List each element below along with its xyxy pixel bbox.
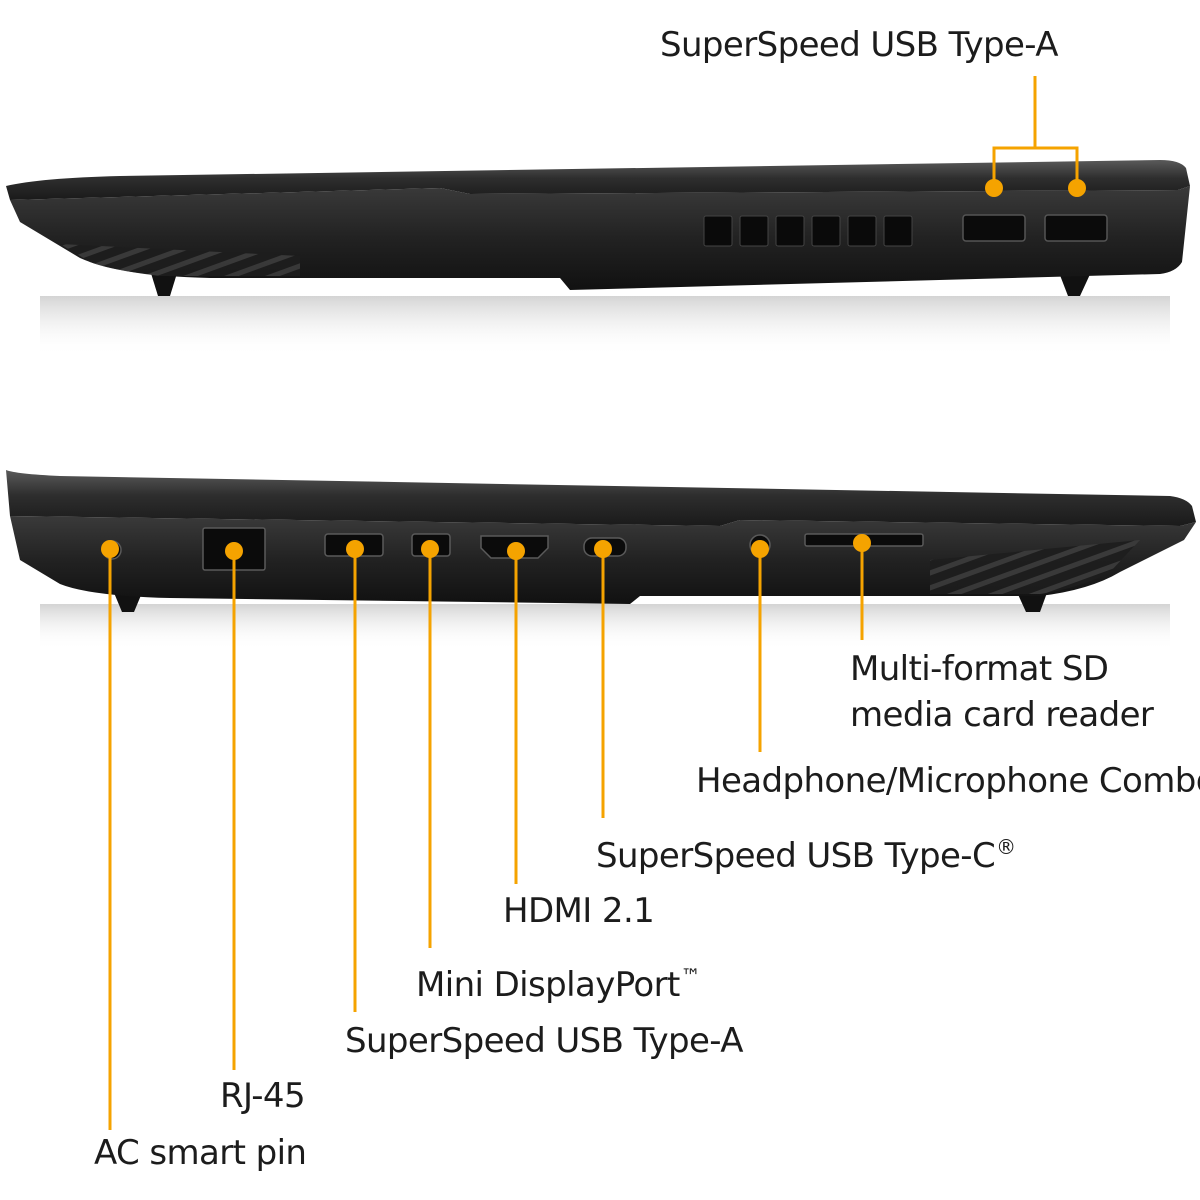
laptop-right-side xyxy=(6,160,1190,356)
bottom-marker-dots xyxy=(101,534,871,560)
top-leader-lines xyxy=(992,76,1079,188)
floor-shadow xyxy=(40,296,1170,356)
vent-slots xyxy=(703,215,913,247)
label-ac-smart-pin: AC smart pin xyxy=(94,1133,307,1173)
usb-a-port xyxy=(962,214,1026,242)
floor-shadow xyxy=(40,604,1170,650)
label-rj45: RJ-45 xyxy=(220,1076,306,1116)
top-marker-dots xyxy=(985,179,1086,197)
label-hdmi: HDMI 2.1 xyxy=(503,891,655,931)
laptop-base xyxy=(10,186,1190,290)
label-superspeed-usb-type-c: SuperSpeed USB Type-C® xyxy=(596,824,1016,879)
label-mini-displayport: Mini DisplayPort™ xyxy=(416,953,701,1008)
trademark-mark: ™ xyxy=(680,964,701,988)
registered-mark: ® xyxy=(996,835,1016,859)
foot xyxy=(150,270,178,296)
label-top-superspeed-usb-type-a: SuperSpeed USB Type-A xyxy=(660,25,1058,65)
label-headphone-microphone-combo: Headphone/Microphone Combo xyxy=(696,761,1200,801)
label-text: SuperSpeed USB Type-C xyxy=(596,836,996,876)
label-text: Mini DisplayPort xyxy=(416,965,680,1005)
label-superspeed-usb-type-a: SuperSpeed USB Type-A xyxy=(345,1021,743,1061)
label-multi-format-sd-reader: Multi-format SD media card reader xyxy=(850,646,1154,738)
label-line: media card reader xyxy=(850,695,1154,735)
bottom-leader-lines xyxy=(108,543,864,1130)
bottom-grille xyxy=(60,244,300,276)
laptop-lid xyxy=(6,160,1190,200)
label-line: Multi-format SD xyxy=(850,649,1109,689)
bottom-grille xyxy=(930,540,1140,594)
laptop-lid xyxy=(6,470,1196,526)
laptop-left-side xyxy=(6,470,1196,650)
usb-a-port xyxy=(1044,214,1108,242)
